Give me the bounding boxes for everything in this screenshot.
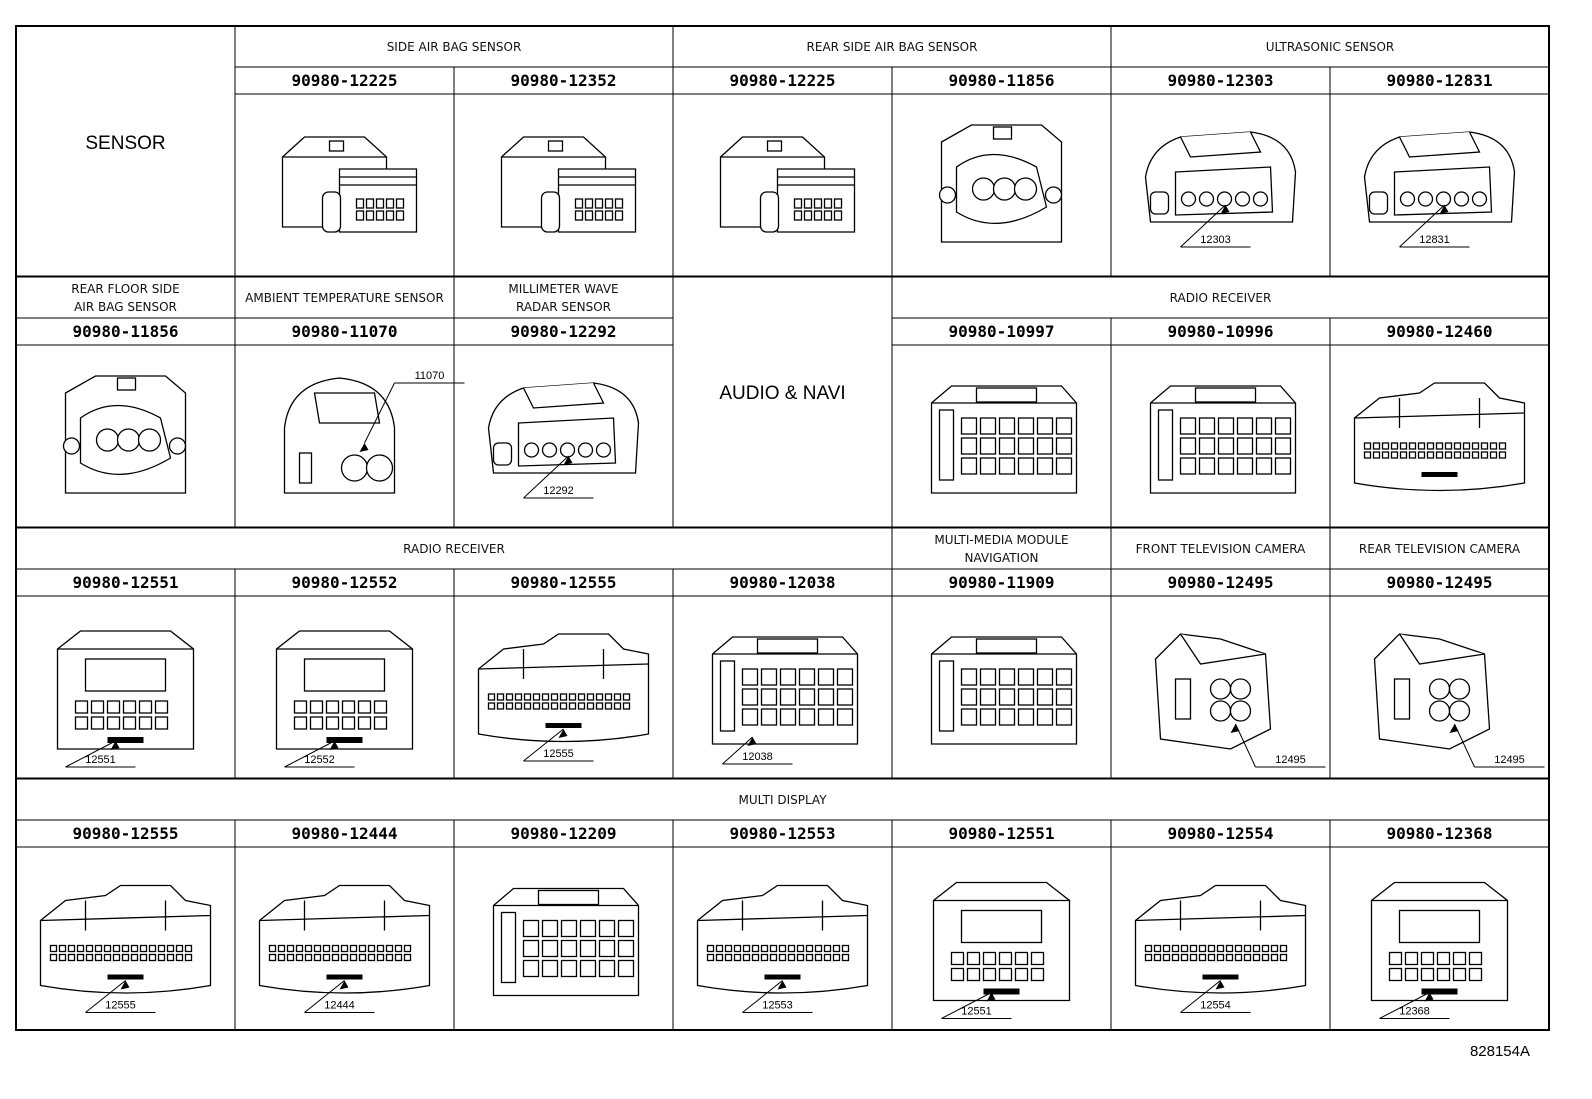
part-number: 90980-12038 xyxy=(730,573,836,592)
callout-label: 12553 xyxy=(762,1000,793,1012)
part-number: 90980-12225 xyxy=(730,71,836,90)
camera-connector-icon: 12495 xyxy=(1154,633,1326,768)
table-row: SENSOR SIDE AIR BAG SENSOR REAR SIDE AIR B… xyxy=(85,26,1549,276)
figure-id: 828154A xyxy=(1470,1043,1530,1060)
callout-label: 12495 xyxy=(1275,754,1306,766)
group-label: MULTI DISPLAY xyxy=(738,793,827,807)
sealed-connector-icon: 12831 xyxy=(1363,131,1516,248)
part-number: 90980-12368 xyxy=(1387,824,1493,843)
callout-label: 12555 xyxy=(105,1000,136,1012)
wide-pin-connector-icon: 12555 xyxy=(477,633,650,762)
sealed-connector-icon: 12292 xyxy=(487,382,640,499)
multi-pin-block-icon xyxy=(930,636,1078,745)
tall-pin-connector-icon: 12552 xyxy=(275,630,414,768)
part-number: 90980-12555 xyxy=(73,824,179,843)
wide-pin-connector-icon: 12554 xyxy=(1134,884,1307,1013)
part-number: 90980-12444 xyxy=(292,824,398,843)
camera-connector-icon: 12495 xyxy=(1373,633,1545,768)
callout-label: 12495 xyxy=(1494,754,1525,766)
callout-label: 12554 xyxy=(1200,1000,1231,1012)
callout-label: 12292 xyxy=(543,485,574,497)
wide-pin-connector-icon: 12444 xyxy=(258,884,431,1013)
callout-label: 12038 xyxy=(742,751,773,763)
callout-label: 12303 xyxy=(1200,234,1231,246)
part-number: 90980-12551 xyxy=(73,573,179,592)
part-number: 90980-12352 xyxy=(511,71,617,90)
group-label: SIDE AIR BAG SENSOR xyxy=(387,40,522,54)
section-title: SENSOR xyxy=(85,133,165,154)
part-number: 90980-11856 xyxy=(73,322,179,341)
tall-pin-connector-icon: 12551 xyxy=(932,881,1071,1019)
part-number: 90980-12555 xyxy=(511,573,617,592)
round-port-connector-icon xyxy=(62,375,187,494)
part-number: 90980-11909 xyxy=(949,573,1055,592)
part-number: 90980-10997 xyxy=(949,322,1055,341)
callout-label: 12555 xyxy=(543,748,574,760)
wide-pin-connector-icon: 12553 xyxy=(696,884,869,1013)
table-row: AUDIO & NAVI REAR FLOOR SIDE AIR BAG SENSO… xyxy=(16,277,1549,527)
round-port-connector-icon xyxy=(938,124,1063,243)
table-row: MULTI DISPLAY 90980-12555 12555 90980-12444… xyxy=(16,793,1549,1030)
group-label: RADIO RECEIVER xyxy=(403,542,505,556)
airbag-connector-icon xyxy=(719,136,856,233)
callout-label: 12551 xyxy=(961,1006,992,1018)
group-label: MILLIMETER WAVE xyxy=(508,282,618,296)
section-title: AUDIO & NAVI xyxy=(719,383,845,404)
group-label: REAR FLOOR SIDE xyxy=(71,282,179,296)
part-number: 90980-12209 xyxy=(511,824,617,843)
part-number: 90980-12460 xyxy=(1387,322,1493,341)
part-number: 90980-12495 xyxy=(1387,573,1493,592)
group-label: AMBIENT TEMPERATURE SENSOR xyxy=(245,291,444,305)
group-label: ULTRASONIC SENSOR xyxy=(1266,40,1395,54)
part-number: 90980-12225 xyxy=(292,71,398,90)
part-number: 90980-12292 xyxy=(511,322,617,341)
part-number: 90980-12303 xyxy=(1168,71,1274,90)
tall-pin-connector-icon: 12551 xyxy=(56,630,195,768)
part-number: 90980-12554 xyxy=(1168,824,1274,843)
multi-pin-block-icon xyxy=(930,385,1078,494)
callout-label: 12831 xyxy=(1419,234,1450,246)
group-label: REAR TELEVISION CAMERA xyxy=(1359,542,1521,556)
airbag-connector-icon xyxy=(500,136,637,233)
callout-label: 12444 xyxy=(324,1000,355,1012)
part-number: 90980-12553 xyxy=(730,824,836,843)
wide-pin-connector-icon xyxy=(1353,382,1526,492)
group-label: FRONT TELEVISION CAMERA xyxy=(1136,542,1307,556)
group-label: REAR SIDE AIR BAG SENSOR xyxy=(807,40,978,54)
multi-pin-block-icon xyxy=(1149,385,1297,494)
group-label: NAVIGATION xyxy=(964,551,1038,565)
part-number: 90980-11856 xyxy=(949,71,1055,90)
tall-pin-connector-icon: 12368 xyxy=(1370,881,1509,1019)
table-row: RADIO RECEIVER MULTI-MEDIA MODULE NAVIGATI… xyxy=(16,528,1549,778)
callout-label: 12551 xyxy=(85,754,116,766)
group-label: RADIO RECEIVER xyxy=(1170,291,1272,305)
airbag-connector-icon xyxy=(281,136,418,233)
callout-label: 11070 xyxy=(415,370,445,382)
group-label: AIR BAG SENSOR xyxy=(74,300,177,314)
callout-label: 12368 xyxy=(1399,1006,1430,1018)
part-number: 90980-12551 xyxy=(949,824,1055,843)
part-number: 90980-12831 xyxy=(1387,71,1493,90)
multi-pin-block-icon: 12038 xyxy=(711,636,859,765)
part-number: 90980-11070 xyxy=(292,322,398,341)
group-label: RADAR SENSOR xyxy=(516,300,611,314)
wide-pin-connector-icon: 12555 xyxy=(39,884,212,1013)
part-number: 90980-12495 xyxy=(1168,573,1274,592)
multi-pin-block-icon xyxy=(492,887,640,997)
part-number: 90980-10996 xyxy=(1168,322,1274,341)
group-label: MULTI-MEDIA MODULE xyxy=(934,533,1068,547)
callout-label: 12552 xyxy=(304,754,335,766)
part-number: 90980-12552 xyxy=(292,573,398,592)
temperature-connector-icon: 11070 xyxy=(283,370,465,494)
sealed-connector-icon: 12303 xyxy=(1144,131,1297,248)
